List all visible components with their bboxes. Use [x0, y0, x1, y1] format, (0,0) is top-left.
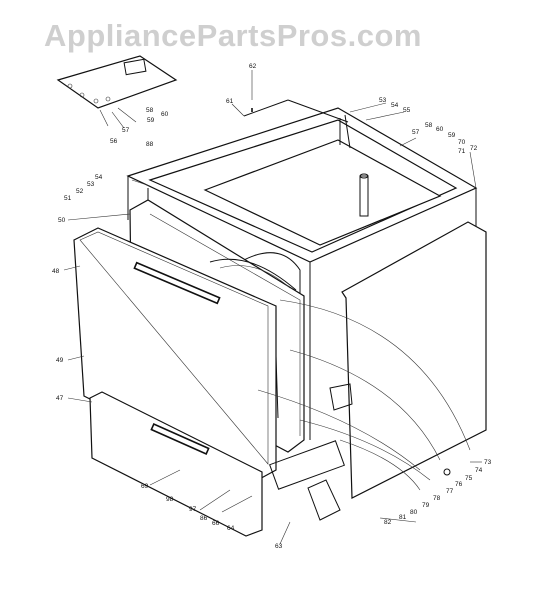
label-72: 72 — [470, 145, 478, 152]
label-74: 74 — [475, 467, 483, 474]
label-69: 69 — [141, 483, 149, 490]
label-60-right: 60 — [436, 126, 444, 133]
watermark: AppliancePartsPros.com — [44, 18, 422, 53]
bottom-hardware — [269, 383, 451, 521]
label-86: 86 — [200, 515, 208, 522]
label-78: 78 — [433, 495, 441, 502]
label-47: 47 — [56, 395, 64, 402]
arc-lines — [257, 299, 471, 491]
callout-labels: 62 61 53 54 55 58 60 59 57 56 88 58 60 5… — [52, 63, 492, 550]
label-53: 53 — [379, 97, 387, 104]
label-58-top: 58 — [146, 107, 154, 114]
label-64: 64 — [227, 525, 235, 532]
label-57-right: 57 — [412, 129, 420, 136]
label-88: 88 — [146, 141, 154, 148]
label-76: 76 — [455, 481, 463, 488]
label-61: 61 — [226, 98, 234, 105]
label-52: 52 — [76, 188, 84, 195]
label-77: 77 — [446, 488, 454, 495]
label-56: 56 — [110, 138, 118, 145]
label-58-right: 58 — [425, 122, 433, 129]
label-59-top: 59 — [147, 117, 155, 124]
label-70: 70 — [458, 139, 466, 146]
label-62: 62 — [249, 63, 257, 70]
leader-lines — [63, 70, 482, 545]
label-50: 50 — [58, 217, 66, 224]
label-51: 51 — [64, 195, 72, 202]
label-79: 79 — [422, 502, 430, 509]
right-side-panel — [341, 188, 487, 499]
label-82: 82 — [384, 519, 392, 526]
label-59-right: 59 — [448, 132, 456, 139]
label-53-left: 53 — [87, 181, 95, 188]
label-54-left: 54 — [95, 174, 103, 181]
label-66: 66 — [212, 520, 220, 527]
label-73: 73 — [484, 459, 492, 466]
outer-door-panel — [73, 227, 277, 483]
label-71: 71 — [458, 148, 466, 155]
label-81: 81 — [399, 514, 407, 521]
label-80: 80 — [410, 509, 418, 516]
label-57-top: 57 — [122, 127, 130, 134]
label-55: 55 — [403, 107, 411, 114]
label-60-top: 60 — [161, 111, 169, 118]
top-bracket-part — [56, 55, 178, 129]
kick-panel — [89, 391, 263, 537]
label-49: 49 — [56, 357, 64, 364]
label-75: 75 — [465, 475, 473, 482]
label-54: 54 — [391, 102, 399, 109]
label-63: 63 — [275, 543, 283, 550]
label-98: 98 — [166, 496, 174, 503]
label-48: 48 — [52, 268, 60, 275]
label-97: 97 — [189, 506, 197, 513]
